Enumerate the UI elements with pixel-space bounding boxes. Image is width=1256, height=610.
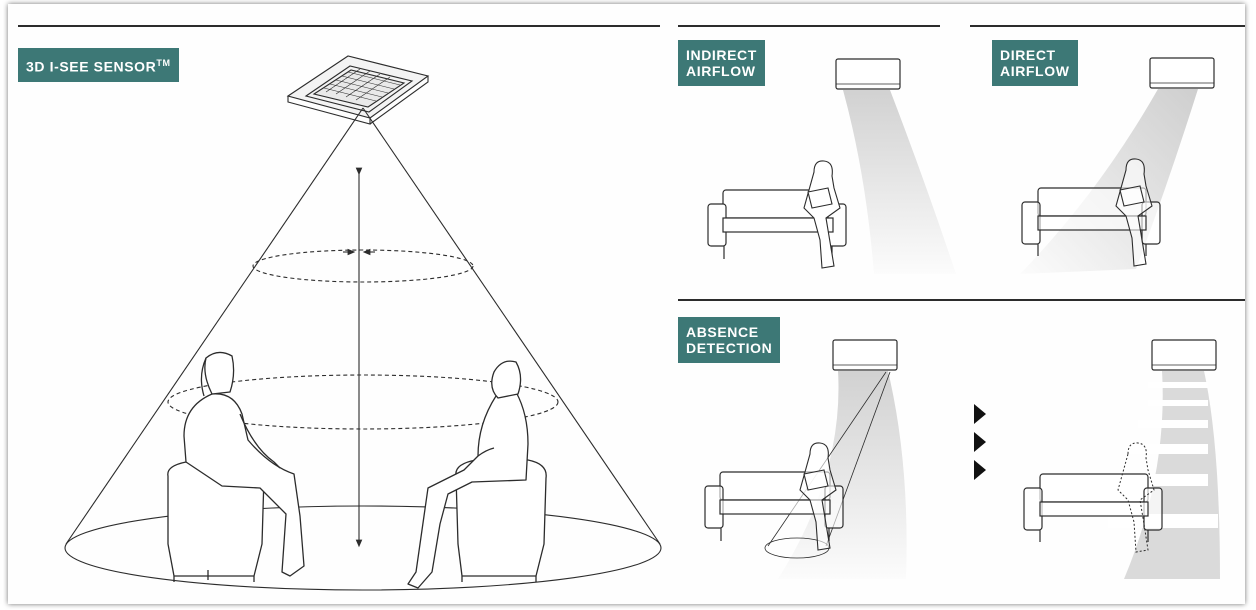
- ceiling-cassette-unit: [288, 56, 428, 124]
- arrow-right-icon: [974, 432, 986, 452]
- label-indirect-airflow: INDIRECT AIRFLOW: [678, 40, 765, 86]
- wall-unit-direct: [1150, 58, 1214, 88]
- wall-unit-indirect: [836, 59, 900, 89]
- arrow-right-icon: [974, 460, 986, 480]
- sensor-cone-group: [65, 56, 661, 590]
- label-sensor-text: 3D I-SEE SENSOR: [26, 59, 156, 75]
- seated-man-right: [408, 361, 546, 588]
- label-absence-detection: ABSENCE DETECTION: [678, 317, 780, 363]
- progression-arrows: [974, 404, 986, 480]
- wall-unit-absence-1: [833, 340, 897, 370]
- label-3d-i-see-sensor: 3D I-SEE SENSORTM: [18, 48, 179, 82]
- label-sensor-trademark: TM: [156, 58, 170, 68]
- label-direct-airflow: DIRECT AIRFLOW: [992, 40, 1078, 86]
- direct-airflow-scene: [1020, 58, 1214, 274]
- absence-detection-scene-occupied: [705, 340, 907, 579]
- diagram-canvas: 3D I-SEE SENSORTM INDIRECT AIRFLOW DIREC…: [8, 4, 1245, 604]
- diagram-illustration: [8, 4, 1245, 604]
- arrow-right-icon: [974, 404, 986, 424]
- absence-detection-scene-empty: [1024, 340, 1220, 579]
- indirect-airflow-scene: [708, 59, 956, 274]
- seated-woman-left: [168, 352, 304, 582]
- wall-unit-absence-2: [1152, 340, 1216, 370]
